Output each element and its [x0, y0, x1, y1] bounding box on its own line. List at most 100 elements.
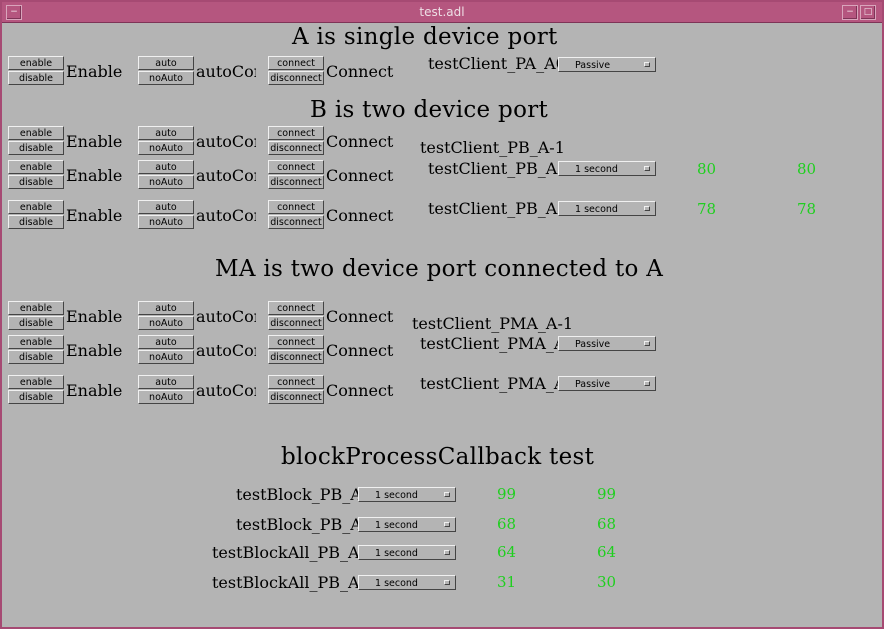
enable-label: Enable	[66, 381, 123, 400]
connect-button[interactable]: connect	[268, 200, 324, 214]
scan-menu[interactable]: Passive	[558, 336, 656, 351]
disconnect-button[interactable]: disconnect	[268, 71, 324, 85]
title-bar: − test.adl − □	[2, 2, 882, 23]
enable-button[interactable]: enable	[8, 56, 64, 70]
disconnect-button[interactable]: disconnect	[268, 316, 324, 330]
connect-button[interactable]: connect	[268, 301, 324, 315]
enable-button[interactable]: enable	[8, 301, 64, 315]
auto-button[interactable]: auto	[138, 335, 194, 349]
enable-label: Enable	[66, 307, 123, 326]
auto-button[interactable]: auto	[138, 126, 194, 140]
menu-indicator-icon	[444, 580, 450, 585]
enable-label: Enable	[66, 206, 123, 225]
connect-button[interactable]: connect	[268, 126, 324, 140]
menu-indicator-icon	[444, 550, 450, 555]
client-label: testClient_PMA_A-1	[412, 314, 574, 333]
enable-button[interactable]: enable	[8, 126, 64, 140]
noauto-button[interactable]: noAuto	[138, 316, 194, 330]
connect-button[interactable]: connect	[268, 56, 324, 70]
auto-button[interactable]: auto	[138, 375, 194, 389]
scan-menu-value: 1 second	[375, 548, 418, 559]
connect-button[interactable]: connect	[268, 335, 324, 349]
client-label: testClient_PB_A0	[428, 159, 568, 178]
connect-label: Connect	[326, 307, 394, 326]
menu-indicator-icon	[644, 341, 650, 346]
scan-menu-value: 1 second	[375, 490, 418, 501]
block-value-1: 68	[497, 515, 517, 533]
client-label: testClient_PMA_A1	[420, 374, 576, 393]
scan-menu[interactable]: 1 second	[358, 575, 456, 590]
window-title: test.adl	[419, 5, 465, 19]
readback-value: 78	[697, 200, 717, 218]
block-value-2: 68	[597, 515, 617, 533]
minimize-button[interactable]: −	[842, 5, 858, 20]
enable-button[interactable]: enable	[8, 160, 64, 174]
scan-menu-value: 1 second	[575, 164, 618, 175]
auto-button[interactable]: auto	[138, 160, 194, 174]
auto-button[interactable]: auto	[138, 200, 194, 214]
section-b-heading: B is two device port	[310, 97, 549, 123]
autoconn-label: autoConn	[196, 62, 256, 81]
client-label: testClient_PB_A1	[428, 199, 568, 218]
block-value-2: 99	[597, 485, 617, 503]
noauto-button[interactable]: noAuto	[138, 175, 194, 189]
readback-value: 80	[797, 160, 817, 178]
autoconn-label: autoConn	[196, 166, 256, 185]
menu-indicator-icon	[444, 492, 450, 497]
auto-button[interactable]: auto	[138, 56, 194, 70]
disable-button[interactable]: disable	[8, 175, 64, 189]
section-a-heading: A is single device port	[292, 24, 558, 50]
disable-button[interactable]: disable	[8, 71, 64, 85]
disconnect-button[interactable]: disconnect	[268, 350, 324, 364]
disable-button[interactable]: disable	[8, 350, 64, 364]
readback-value: 78	[797, 200, 817, 218]
disconnect-button[interactable]: disconnect	[268, 215, 324, 229]
disconnect-button[interactable]: disconnect	[268, 141, 324, 155]
connect-label: Connect	[326, 166, 394, 185]
block-value-2: 30	[597, 573, 617, 591]
enable-button[interactable]: enable	[8, 200, 64, 214]
noauto-button[interactable]: noAuto	[138, 71, 194, 85]
connect-label: Connect	[326, 132, 394, 151]
enable-button[interactable]: enable	[8, 335, 64, 349]
noauto-button[interactable]: noAuto	[138, 390, 194, 404]
block-label: testBlock_PB_A1	[236, 515, 372, 534]
connect-label: Connect	[326, 62, 394, 81]
connect-label: Connect	[326, 206, 394, 225]
scan-menu[interactable]: Passive	[558, 376, 656, 391]
disconnect-button[interactable]: disconnect	[268, 390, 324, 404]
block-value-1: 31	[497, 573, 517, 591]
scan-menu[interactable]: 1 second	[358, 545, 456, 560]
section-block-heading: blockProcessCallback test	[281, 444, 595, 470]
block-value-1: 64	[497, 543, 517, 561]
disable-button[interactable]: disable	[8, 215, 64, 229]
client-label: testClient_PMA_A0	[420, 334, 576, 353]
scan-menu-value: Passive	[575, 339, 611, 350]
scan-menu[interactable]: 1 second	[358, 487, 456, 502]
disable-button[interactable]: disable	[8, 141, 64, 155]
connect-button[interactable]: connect	[268, 375, 324, 389]
client-label: testClient_PA_A0	[428, 54, 566, 73]
disable-button[interactable]: disable	[8, 390, 64, 404]
scan-menu[interactable]: 1 second	[558, 161, 656, 176]
scan-menu-value: 1 second	[375, 520, 418, 531]
window-menu-button[interactable]: −	[6, 5, 22, 20]
disconnect-button[interactable]: disconnect	[268, 175, 324, 189]
noauto-button[interactable]: noAuto	[138, 215, 194, 229]
block-label: testBlockAll_PB_A1	[212, 573, 370, 592]
scan-menu[interactable]: 1 second	[358, 517, 456, 532]
enable-label: Enable	[66, 341, 123, 360]
menu-indicator-icon	[644, 62, 650, 67]
disable-button[interactable]: disable	[8, 316, 64, 330]
scan-menu[interactable]: 1 second	[558, 201, 656, 216]
enable-button[interactable]: enable	[8, 375, 64, 389]
menu-indicator-icon	[644, 166, 650, 171]
connect-button[interactable]: connect	[268, 160, 324, 174]
maximize-button[interactable]: □	[860, 5, 876, 20]
auto-button[interactable]: auto	[138, 301, 194, 315]
noauto-button[interactable]: noAuto	[138, 141, 194, 155]
scan-menu[interactable]: Passive	[558, 57, 656, 72]
noauto-button[interactable]: noAuto	[138, 350, 194, 364]
enable-label: Enable	[66, 132, 123, 151]
